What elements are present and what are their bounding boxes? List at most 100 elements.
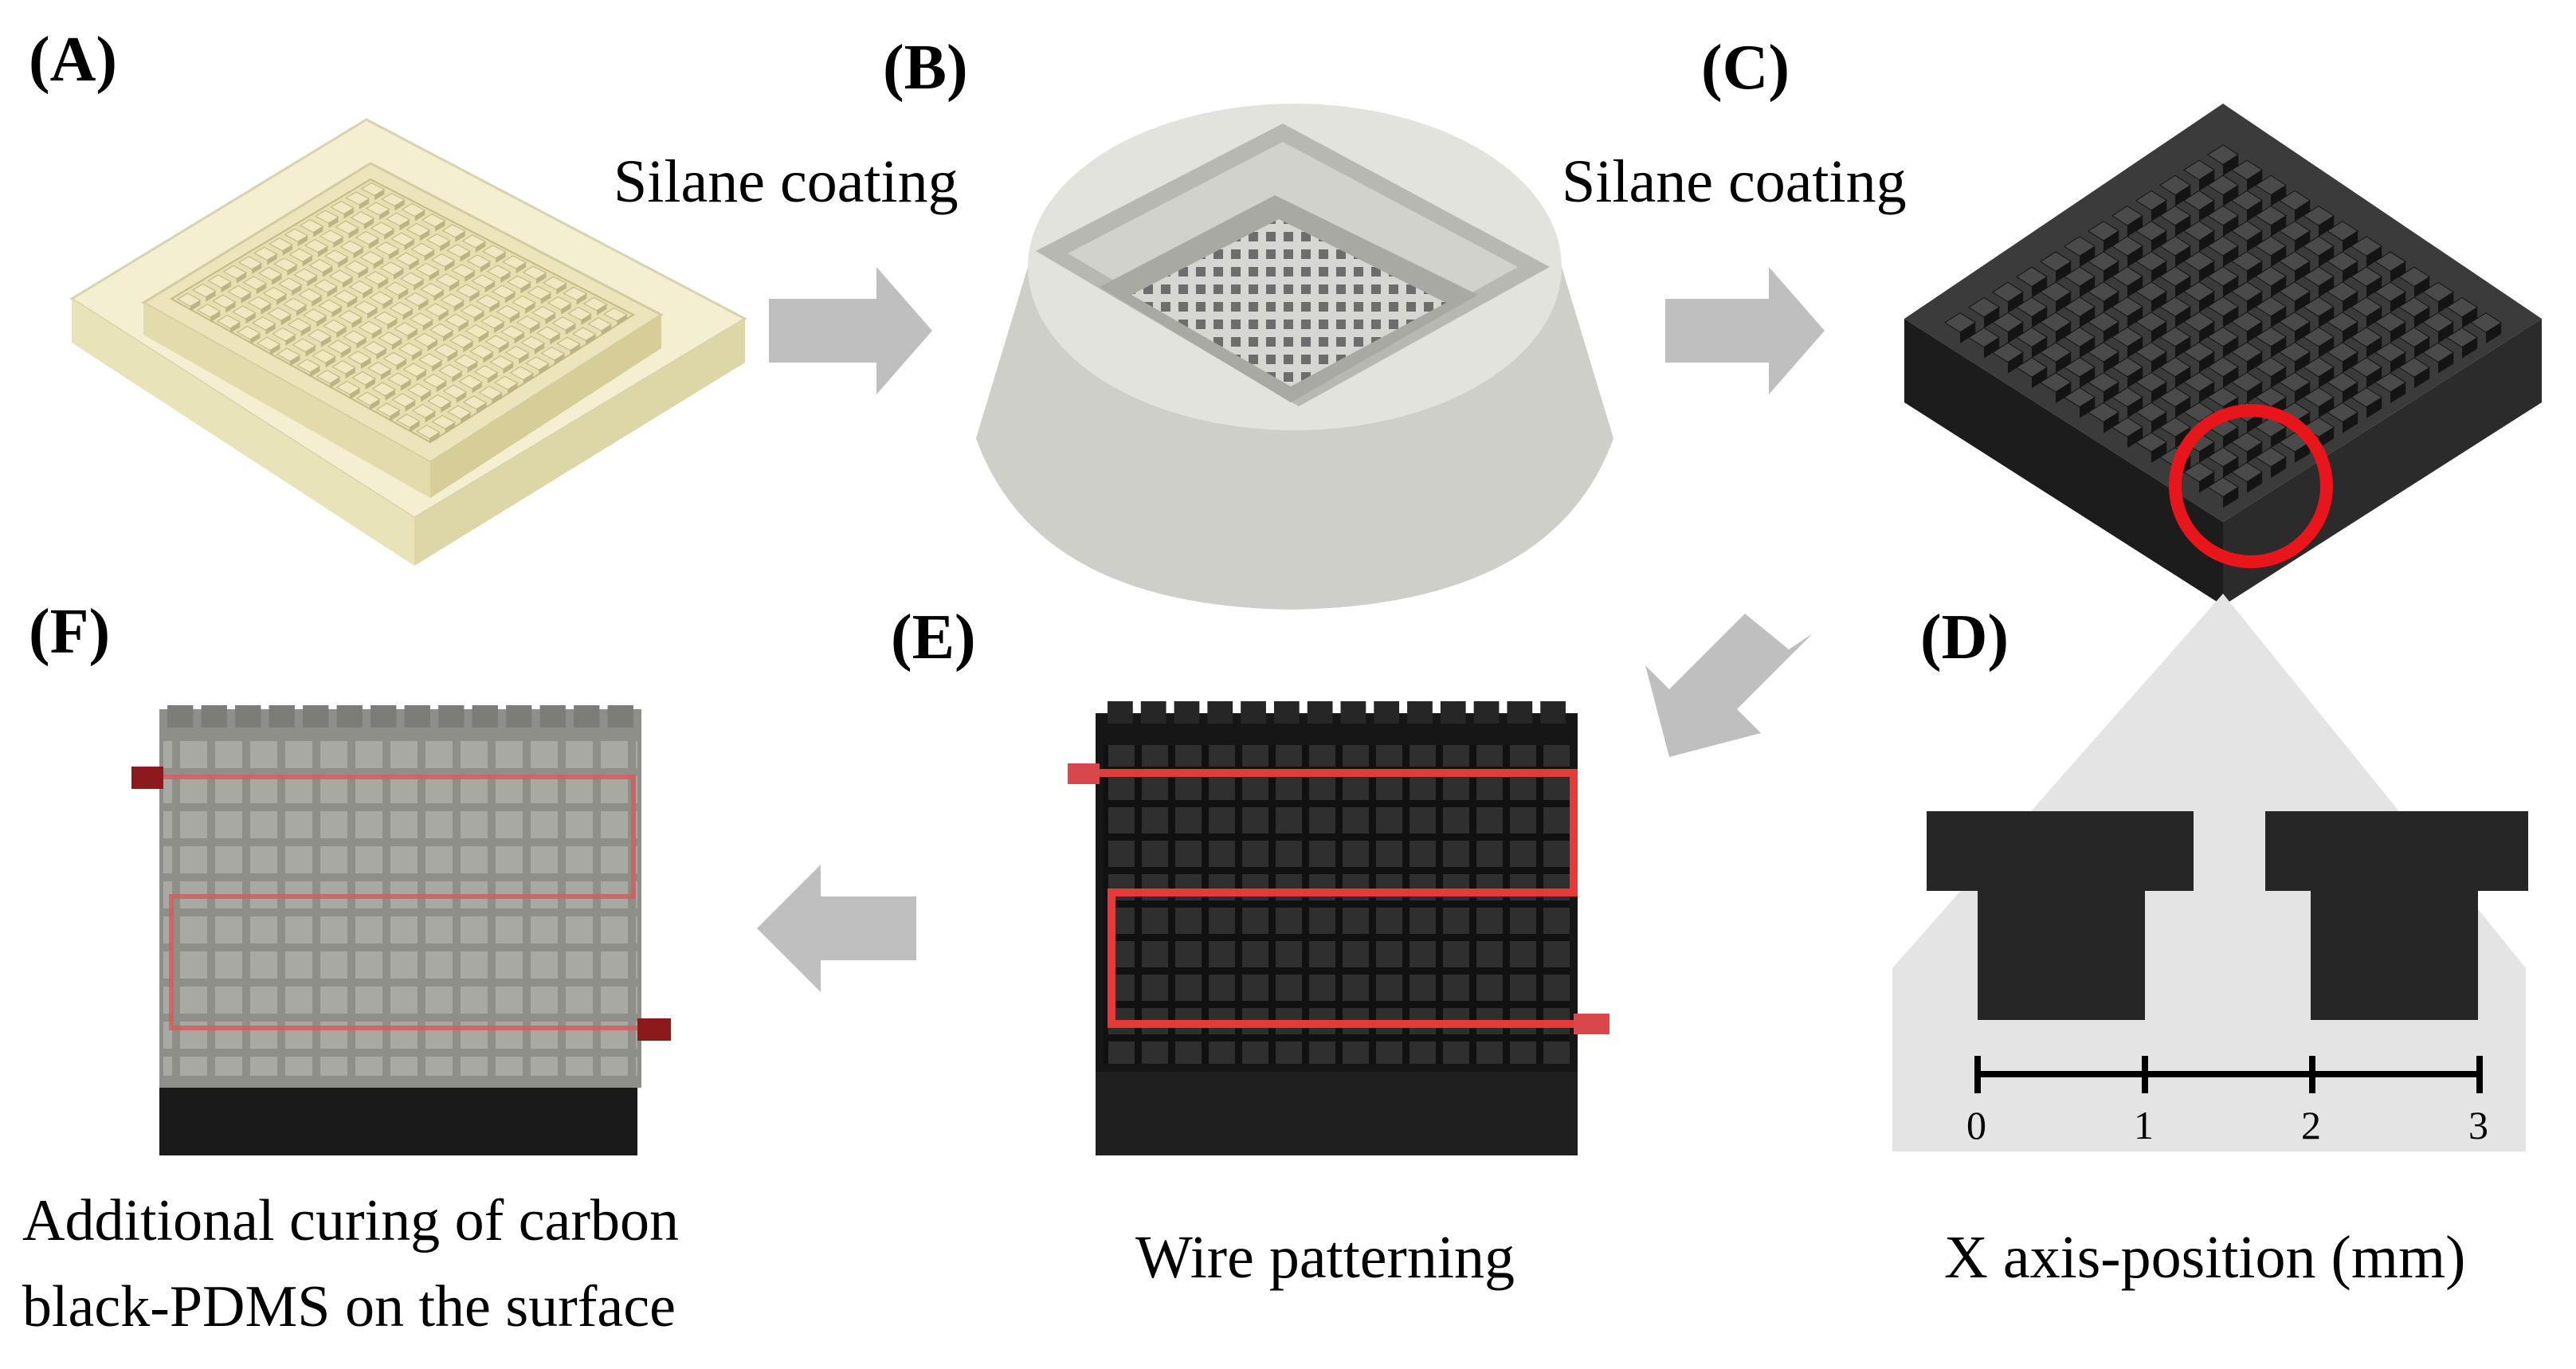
pillar-top xyxy=(587,317,613,331)
pillar-side xyxy=(2127,397,2143,418)
pillar-top xyxy=(420,282,445,297)
pillar-side xyxy=(463,341,473,353)
pillar-side xyxy=(245,312,256,324)
pillar-top xyxy=(563,286,588,301)
pillar-top xyxy=(386,212,410,226)
pillar-side xyxy=(617,314,627,326)
pillar-top xyxy=(493,375,519,390)
pillar-side xyxy=(373,258,384,269)
pillar-side xyxy=(2462,337,2478,359)
pillar-side xyxy=(424,249,435,261)
pillar-top xyxy=(395,252,420,266)
pillar-top xyxy=(509,366,535,381)
pillar-side xyxy=(333,237,343,248)
pillar-top xyxy=(253,246,278,261)
pillar-side xyxy=(292,284,302,296)
arrow-b-to-c xyxy=(1665,267,1825,394)
pillar-side xyxy=(2032,277,2048,298)
pillar-side xyxy=(351,317,363,328)
pillar-side xyxy=(2199,472,2215,493)
pillar-top xyxy=(367,361,392,376)
pillar-top xyxy=(1967,296,2001,318)
pillar-top xyxy=(2374,372,2407,393)
pillar-tooth xyxy=(1340,701,1366,724)
pillar-top xyxy=(520,335,546,351)
pillar-side xyxy=(368,238,379,249)
pillar-top xyxy=(303,308,327,323)
pillar-side xyxy=(365,379,375,390)
pillar-top xyxy=(2158,296,2192,317)
pillar-side xyxy=(498,342,509,354)
pillar-tooth xyxy=(1374,701,1400,724)
pillar-top xyxy=(2445,296,2479,318)
pillar-side xyxy=(2199,170,2215,191)
pillar-top xyxy=(504,345,530,360)
pillar-side xyxy=(484,281,496,293)
pillar-top xyxy=(451,264,476,278)
pillar-side xyxy=(554,354,565,365)
pillar-top xyxy=(2182,220,2216,241)
pillar-side xyxy=(347,296,358,308)
pillar-top xyxy=(2230,190,2264,211)
pillar-side xyxy=(316,316,327,328)
pillar-tooth xyxy=(1307,701,1333,724)
pillar-side xyxy=(2319,306,2335,328)
pillar-side xyxy=(379,209,390,220)
pillar-top xyxy=(288,248,314,262)
pillar-top xyxy=(2135,281,2168,302)
pillar-top xyxy=(2039,372,2072,393)
pillar-side xyxy=(322,266,333,277)
pillar-side xyxy=(404,239,414,251)
pillar-top xyxy=(2158,417,2192,437)
pillar-side xyxy=(1984,337,2000,359)
pillar-side xyxy=(458,320,469,332)
pillar-side xyxy=(2223,215,2239,237)
pillar-top xyxy=(232,305,257,320)
pillar-side xyxy=(2032,307,2048,328)
pillar-tooth xyxy=(1407,701,1433,724)
pillar-side xyxy=(287,265,297,276)
pillar-side xyxy=(2486,322,2502,343)
pillar-side xyxy=(206,291,216,302)
pillar-side xyxy=(210,311,221,323)
pillar-side xyxy=(2390,352,2406,374)
pillar-top xyxy=(2350,327,2383,347)
pillar-side xyxy=(429,432,440,444)
pillar-side xyxy=(229,322,241,333)
pillar-side xyxy=(414,279,424,291)
pillar-side xyxy=(2032,337,2048,359)
pillar-side xyxy=(2127,245,2143,268)
pillar-side xyxy=(461,412,471,424)
pillar-side xyxy=(1960,322,1976,343)
pillar-top xyxy=(2111,296,2144,317)
pillar-side xyxy=(2175,427,2191,449)
pillar-top xyxy=(390,232,415,246)
pillar-side xyxy=(2151,321,2167,343)
pillar-side xyxy=(447,351,458,363)
pillar-side xyxy=(2295,230,2311,252)
pillar-side xyxy=(487,372,498,384)
pillar-side xyxy=(2080,307,2096,328)
pillar-side xyxy=(2104,321,2119,343)
pillar-top xyxy=(2206,386,2240,407)
pillar-side xyxy=(382,298,393,310)
pillar-side xyxy=(489,301,500,313)
pillar-top xyxy=(287,318,312,332)
pillar-side xyxy=(2319,427,2335,449)
pillar-top xyxy=(462,395,488,410)
pillar-top xyxy=(2206,266,2240,287)
pillar-top xyxy=(2374,312,2407,332)
pillar-top xyxy=(2087,402,2120,423)
pillar-top xyxy=(2206,205,2240,226)
pillar-top xyxy=(2278,371,2311,393)
pillar-top xyxy=(486,265,512,279)
pillar-top xyxy=(336,380,361,395)
pillar-side xyxy=(472,382,482,394)
pillar-top xyxy=(447,405,472,420)
pillar-top xyxy=(2015,296,2049,318)
pillar-side xyxy=(504,292,516,304)
pillar-tooth xyxy=(167,705,194,728)
pillar-top xyxy=(2230,220,2264,241)
pillar-top xyxy=(2206,447,2240,468)
pillar-side xyxy=(267,253,277,265)
